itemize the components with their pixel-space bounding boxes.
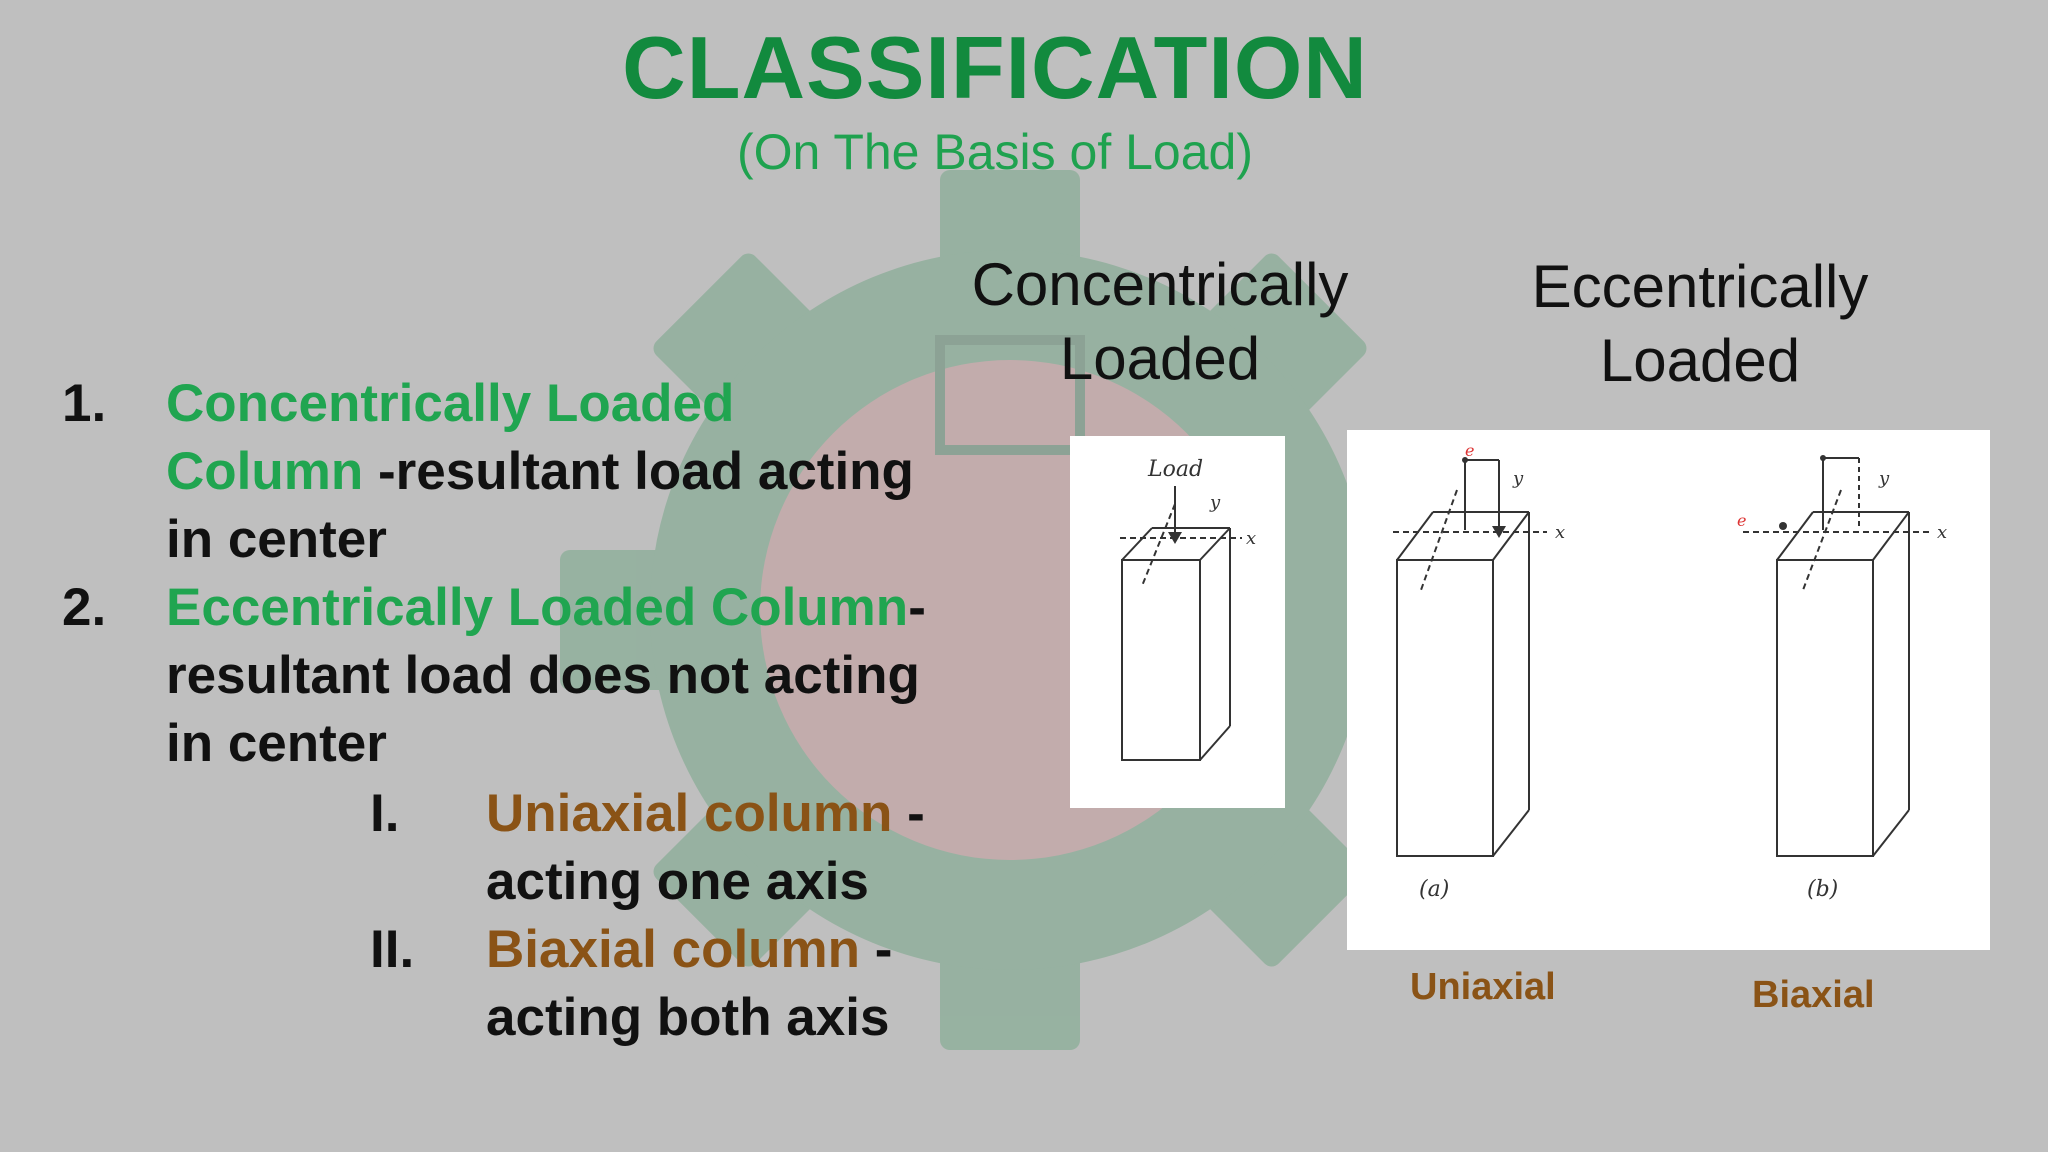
- concentric-heading-line1: Concentrically: [971, 251, 1349, 318]
- list-item-text-cont: in center: [166, 510, 387, 569]
- uniaxial-axis-x: x: [1555, 522, 1565, 543]
- sub-list-text: -: [860, 920, 893, 979]
- list-number: 1.: [62, 374, 107, 433]
- label-a: (a): [1419, 877, 1449, 902]
- list-item-highlight: Concentrically Loaded: [166, 374, 735, 433]
- sub-list-text-cont: acting both axis: [486, 988, 890, 1047]
- caption-uniaxial: Uniaxial: [1410, 966, 1556, 1008]
- list-item-text: -resultant load acting: [363, 442, 914, 501]
- list-item: 1. Concentrically Loaded Column -resulta…: [62, 370, 1002, 574]
- svg-text:e: e: [1737, 511, 1746, 530]
- list-item-text: -: [908, 578, 926, 637]
- slide-title: CLASSIFICATION: [622, 18, 1368, 117]
- svg-text:e: e: [1465, 441, 1474, 460]
- sub-list-highlight: Uniaxial column: [486, 784, 893, 843]
- list-item-text-cont: resultant load does not acting: [166, 646, 920, 705]
- uniaxial-column-drawing: [1393, 459, 1547, 857]
- concentric-heading: Concentrically Loaded: [940, 248, 1380, 396]
- list-item: 2. Eccentrically Loaded Column- resultan…: [62, 574, 1002, 778]
- biaxial-axis-y: y: [1878, 468, 1890, 489]
- biaxial-column-drawing: [1743, 457, 1929, 857]
- eccentric-heading: Eccentrically Loaded: [1480, 250, 1920, 398]
- uniaxial-axis-y: y: [1512, 468, 1524, 489]
- caption-biaxial: Biaxial: [1752, 974, 1875, 1016]
- list-item-highlight-cont: Column: [166, 442, 364, 501]
- list-number: 2.: [62, 578, 107, 637]
- biaxial-axis-x: x: [1937, 522, 1947, 543]
- axis-y-label: y: [1209, 492, 1221, 513]
- axis-x-label: x: [1246, 528, 1256, 549]
- sub-list-number: I.: [370, 784, 400, 843]
- eccentric-columns-diagram: e x y (a) e x y (b): [1393, 441, 1947, 902]
- list-item-text-cont: in center: [166, 714, 387, 773]
- slide-subtitle: (On The Basis of Load): [736, 124, 1253, 180]
- eccentric-heading-line1: Eccentrically: [1531, 253, 1869, 320]
- concentric-column-figure: Load x y: [1070, 436, 1285, 808]
- load-label: Load: [1147, 457, 1203, 482]
- list-item-highlight: Eccentrically Loaded Column: [166, 578, 909, 637]
- label-b: (b): [1807, 877, 1838, 902]
- eccentric-columns-figure: e x y (a) e x y (b): [1347, 430, 1990, 950]
- sub-list-highlight: Biaxial column: [486, 920, 861, 979]
- sub-list-text-cont: acting one axis: [486, 852, 869, 911]
- sub-list-text: -: [892, 784, 925, 843]
- concentric-heading-line2: Loaded: [1059, 325, 1261, 392]
- sub-list-number: II.: [370, 920, 415, 979]
- sub-list-item: II. Biaxial column - acting both axis: [370, 916, 1010, 1052]
- eccentric-heading-line2: Loaded: [1599, 327, 1801, 394]
- sub-list: I. Uniaxial column - acting one axis II.…: [370, 780, 1010, 1052]
- sub-list-item: I. Uniaxial column - acting one axis: [370, 780, 1010, 916]
- main-list: 1. Concentrically Loaded Column -resulta…: [62, 370, 1002, 778]
- concentric-column-diagram: Load x y: [1120, 457, 1256, 761]
